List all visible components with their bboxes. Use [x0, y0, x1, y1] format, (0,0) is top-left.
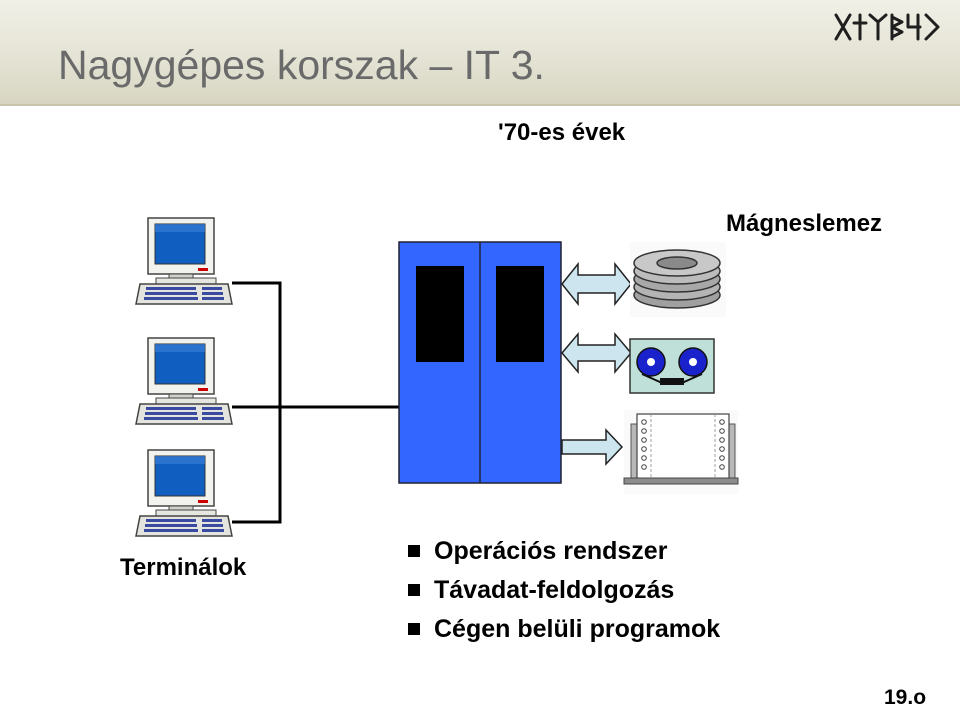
page-number: 19.o: [884, 686, 926, 710]
disk-stack-icon: [630, 242, 726, 317]
bullet-item: Operációs rendszer: [408, 536, 720, 575]
arrow-printer: [562, 430, 622, 464]
terminal-1: [136, 218, 232, 304]
bullet-square-icon: [408, 545, 420, 557]
bullet-square-icon: [408, 584, 420, 596]
terminal-connections: [232, 283, 400, 522]
bullet-text: Cégen belüli programok: [434, 615, 720, 643]
tape-drive-icon: [630, 339, 714, 393]
bullet-text: Operációs rendszer: [434, 537, 667, 565]
arrow-disk: [562, 264, 631, 304]
terminal-2: [136, 338, 232, 424]
bullet-text: Távadat-feldolgozás: [434, 576, 674, 604]
bullet-list: Operációs rendszer Távadat-feldolgozás C…: [408, 536, 720, 653]
terminal-3: [136, 450, 232, 536]
mainframe: [399, 242, 561, 483]
bullet-square-icon: [408, 623, 420, 635]
printer-icon: [624, 410, 738, 494]
bullet-item: Távadat-feldolgozás: [408, 575, 720, 614]
arrow-tape: [562, 334, 631, 372]
bullet-item: Cégen belüli programok: [408, 614, 720, 653]
